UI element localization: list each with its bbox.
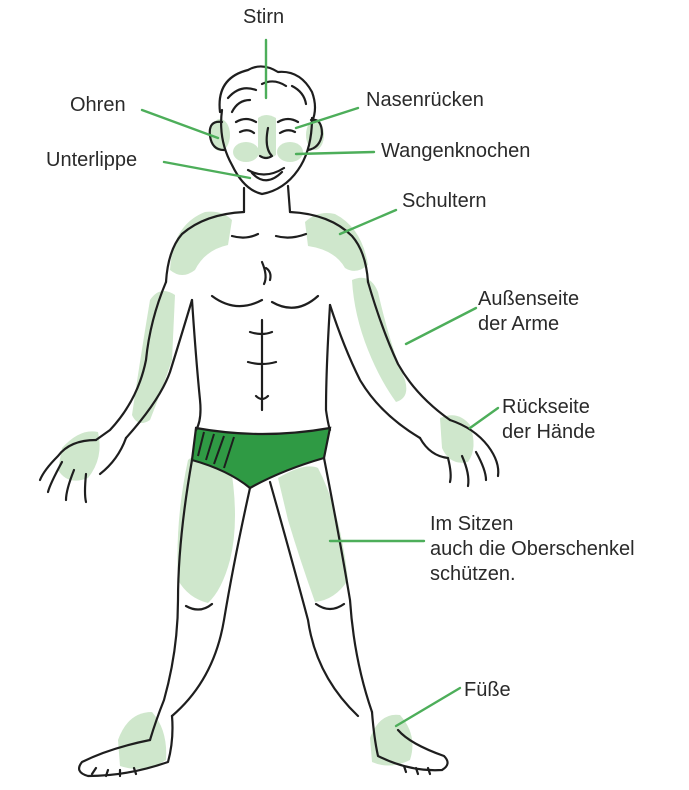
zone-left-cheek: [233, 142, 259, 162]
label-wangenknochen-text: Wangenknochen: [381, 139, 530, 164]
label-fuesse-text: Füße: [464, 678, 511, 703]
label-nasenruecken: Nasenrücken: [366, 88, 484, 113]
label-haende-line1: Rückseite: [502, 395, 595, 420]
leader-unterlippe: [164, 162, 250, 178]
label-unterlippe: Unterlippe: [46, 148, 137, 173]
zone-left-hand: [58, 431, 100, 480]
label-arme-line1: Außenseite: [478, 287, 579, 312]
label-schultern-text: Schultern: [402, 189, 487, 214]
leader-arme: [406, 308, 476, 344]
leader-ohren: [142, 110, 218, 138]
zone-right-cheek: [277, 142, 303, 162]
label-schultern: Schultern: [402, 189, 487, 214]
label-stirn: Stirn: [243, 5, 284, 30]
zone-right-foot: [370, 715, 412, 766]
leader-haende: [470, 408, 498, 428]
zone-left-thigh: [177, 456, 235, 603]
label-stirn-text: Stirn: [243, 5, 284, 30]
label-sitzen: Im Sitzen auch die Oberschenkel schützen…: [430, 512, 635, 587]
leader-schultern: [340, 210, 396, 234]
label-wangenknochen: Wangenknochen: [381, 139, 530, 164]
label-sitzen-line3: schützen.: [430, 562, 635, 587]
label-fuesse: Füße: [464, 678, 511, 703]
label-nasenruecken-text: Nasenrücken: [366, 88, 484, 113]
leader-fuesse: [396, 688, 460, 726]
zone-right-shoulder: [305, 213, 368, 271]
label-sitzen-line2: auch die Oberschenkel: [430, 537, 635, 562]
label-arme: Außenseite der Arme: [478, 287, 579, 337]
zone-left-foot: [118, 712, 166, 769]
zone-right-arm: [352, 278, 406, 402]
label-ohren-text: Ohren: [70, 93, 126, 118]
label-arme-line2: der Arme: [478, 312, 579, 337]
label-ohren: Ohren: [70, 93, 126, 118]
label-unterlippe-text: Unterlippe: [46, 148, 137, 173]
label-sitzen-line1: Im Sitzen: [430, 512, 635, 537]
label-haende: Rückseite der Hände: [502, 395, 595, 445]
label-haende-line2: der Hände: [502, 420, 595, 445]
leader-nasenruecken: [296, 108, 358, 128]
